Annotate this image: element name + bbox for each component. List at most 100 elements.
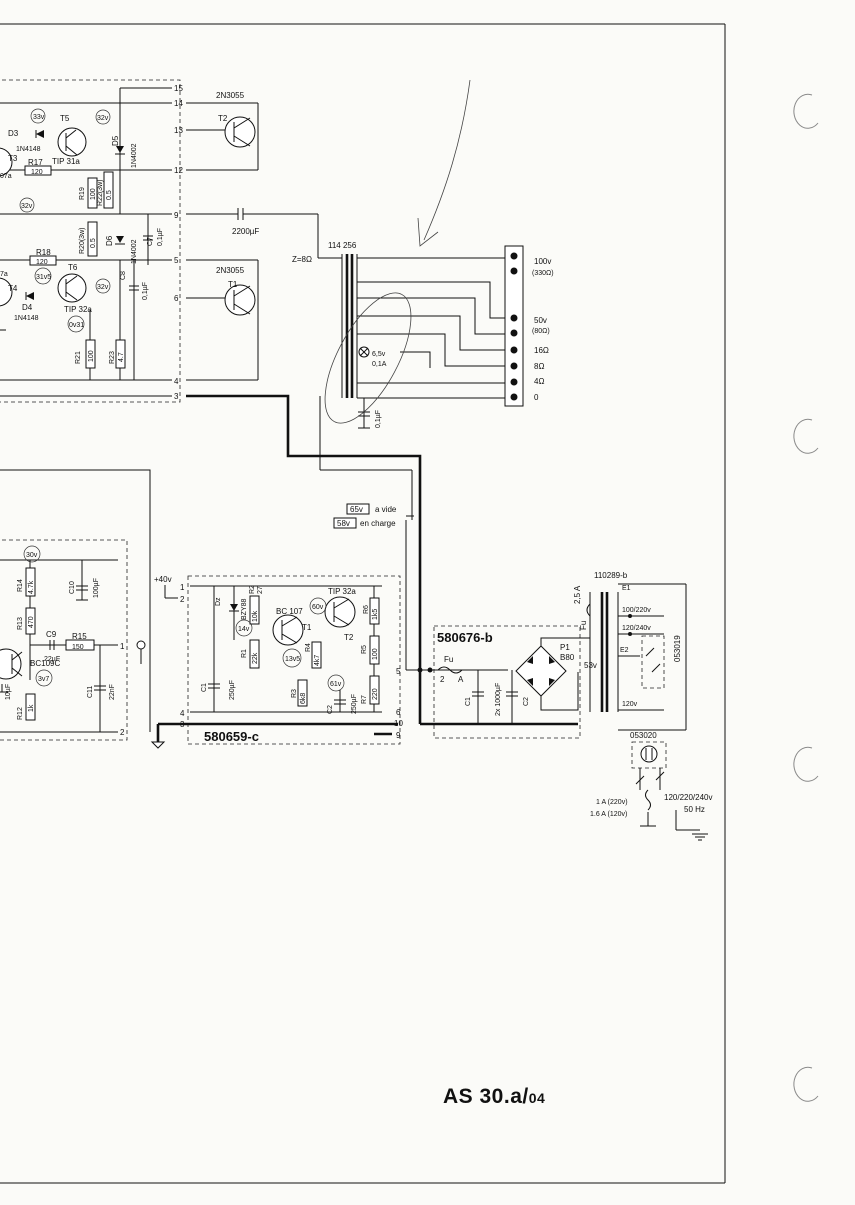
load-label: en charge bbox=[360, 519, 396, 528]
resistor-r18 bbox=[29, 255, 57, 266]
resistor-r21 bbox=[85, 339, 96, 369]
r15-value: 150 bbox=[72, 644, 84, 651]
reg-c2-value: 250µF bbox=[351, 694, 358, 714]
selector-ref: 053019 bbox=[673, 635, 682, 662]
punch-hole bbox=[793, 1066, 819, 1102]
r23-ref: R23 bbox=[109, 351, 116, 364]
no-load-label: a vide bbox=[375, 505, 397, 514]
reg-pin-5: 5 bbox=[396, 667, 401, 676]
mains-fuse-rating-220: 1 A (220v) bbox=[596, 799, 628, 806]
transistor-bc107 bbox=[272, 614, 304, 646]
rectifier-board-outline bbox=[433, 625, 581, 739]
power-pin-9: 9 bbox=[174, 211, 179, 220]
output-transformer-ref: 114 256 bbox=[328, 241, 357, 250]
power-pin-14: 14 bbox=[174, 99, 183, 108]
d6-type: 1N4002 bbox=[131, 239, 138, 264]
lamp-voltage: 6,5v bbox=[372, 351, 386, 358]
r12-ref: R12 bbox=[17, 707, 24, 720]
mains-frequency: 50 Hz bbox=[684, 805, 705, 814]
r14-value: 4.7k bbox=[28, 580, 35, 594]
resistor-reg-r4 bbox=[311, 641, 322, 669]
d3-type: 1N4148 bbox=[16, 146, 41, 153]
tap-16-ohm: 16Ω bbox=[534, 346, 549, 355]
regulator-board: +40v 1 2 4 3 C1 250µF Dz BZY88 R2 27 10k… bbox=[150, 575, 403, 749]
reg-r5-value: 100 bbox=[372, 648, 379, 660]
r22-value: 0.5 bbox=[106, 190, 113, 200]
transistor-t1-2n3055 bbox=[224, 284, 256, 316]
r20-value: 0.5 bbox=[90, 238, 97, 248]
zener-type: BZY88 bbox=[241, 598, 248, 620]
r21-value: 100 bbox=[88, 350, 95, 362]
d5-ref: D5 bbox=[111, 135, 120, 146]
diode-d3 bbox=[36, 130, 44, 138]
t5-ref: T5 bbox=[60, 114, 70, 123]
load-impedance: Z=8Ω bbox=[292, 255, 312, 264]
power-pin-13: 13 bbox=[174, 126, 183, 135]
no-load-voltage: 65v bbox=[350, 505, 363, 514]
voltage-31v5: 31v5 bbox=[36, 274, 51, 281]
reg-r2-value: 10k bbox=[252, 610, 259, 622]
transistor-t6 bbox=[57, 273, 87, 303]
rect-c2-ref: C2 bbox=[523, 697, 530, 706]
r17-ref: R17 bbox=[28, 158, 43, 167]
punch-hole bbox=[793, 418, 819, 454]
reg-pin-9: 9 bbox=[396, 731, 401, 740]
reg-pin-2: 2 bbox=[180, 595, 185, 604]
tap-e1: E1 bbox=[622, 585, 631, 592]
secondary-voltage: 53v bbox=[584, 661, 597, 670]
d3-ref: D3 bbox=[8, 129, 19, 138]
c7-ref: C7 bbox=[147, 237, 154, 246]
tap-100-220v: 100/220v bbox=[622, 607, 651, 614]
t3-ref: T3 bbox=[8, 154, 18, 163]
resistor-reg-r5 bbox=[369, 635, 380, 665]
drawing-reference: AS 30.a/04 bbox=[443, 1085, 545, 1109]
resistor-r23 bbox=[115, 339, 126, 369]
r17-value: 120 bbox=[31, 169, 43, 176]
c7-value: 0,1µF bbox=[157, 228, 164, 246]
reg-t1-ref: T1 bbox=[302, 623, 312, 632]
resistor-r17 bbox=[24, 165, 52, 176]
r18-ref: R18 bbox=[36, 248, 51, 257]
preamp-transistor-type: BC109C bbox=[30, 659, 60, 668]
reg-r4-value: 4k7 bbox=[314, 655, 321, 666]
resistor-reg-r1 bbox=[249, 639, 260, 669]
mains-fuse-ref: Fu bbox=[579, 621, 588, 630]
rect-cap-value: 2x 1000µF bbox=[495, 683, 502, 716]
handwritten-arrow bbox=[423, 79, 471, 241]
ground-symbol bbox=[150, 741, 166, 749]
d4-type: 1N4148 bbox=[14, 315, 39, 322]
reg-r6-value: 1k5 bbox=[372, 609, 379, 620]
rect-fuse-value: 2 bbox=[440, 675, 445, 684]
c9-value: 22µF bbox=[44, 656, 60, 663]
r12-value: 1k bbox=[28, 704, 35, 712]
power-switch[interactable] bbox=[631, 741, 667, 769]
d5-type: 1N4002 bbox=[131, 143, 138, 168]
rect-fuse-ref: Fu bbox=[444, 655, 453, 664]
t6-ref: T6 bbox=[68, 263, 78, 272]
power-amp-board-outline bbox=[0, 79, 181, 403]
reg-r3-value: 6k8 bbox=[300, 693, 307, 704]
tap-120-240v: 120/240v bbox=[622, 625, 651, 632]
supply-notes: 65v a vide 58v en charge bbox=[333, 503, 414, 529]
regulator-supply-label: +40v bbox=[154, 575, 172, 584]
voltage-32v-t6: 32v bbox=[97, 284, 109, 291]
voltage-14v: 14v bbox=[238, 626, 250, 633]
voltage-60v: 60v bbox=[312, 604, 324, 611]
coupling-cap-value: 2200µF bbox=[232, 227, 259, 236]
power-pin-4: 4 bbox=[174, 377, 179, 386]
reg-c2-ref: C2 bbox=[327, 705, 334, 714]
mains-fuse-rating-120: 1.6 A (120v) bbox=[590, 811, 627, 818]
r13-value: 470 bbox=[28, 616, 35, 628]
tap-50v: 50v bbox=[534, 316, 547, 325]
drawing-reference-main: AS 30.a/ bbox=[443, 1085, 529, 1108]
tap-8-ohm: 8Ω bbox=[534, 362, 544, 371]
tap-4-ohm: 4Ω bbox=[534, 377, 544, 386]
resistor-r13 bbox=[25, 607, 36, 635]
power-pin-15: 15 bbox=[174, 84, 183, 93]
transistor-t4 bbox=[0, 277, 13, 307]
r22-ref: R22(3w) bbox=[97, 180, 104, 206]
c10-ref: C10 bbox=[69, 581, 76, 594]
resistor-reg-r6 bbox=[369, 597, 380, 625]
